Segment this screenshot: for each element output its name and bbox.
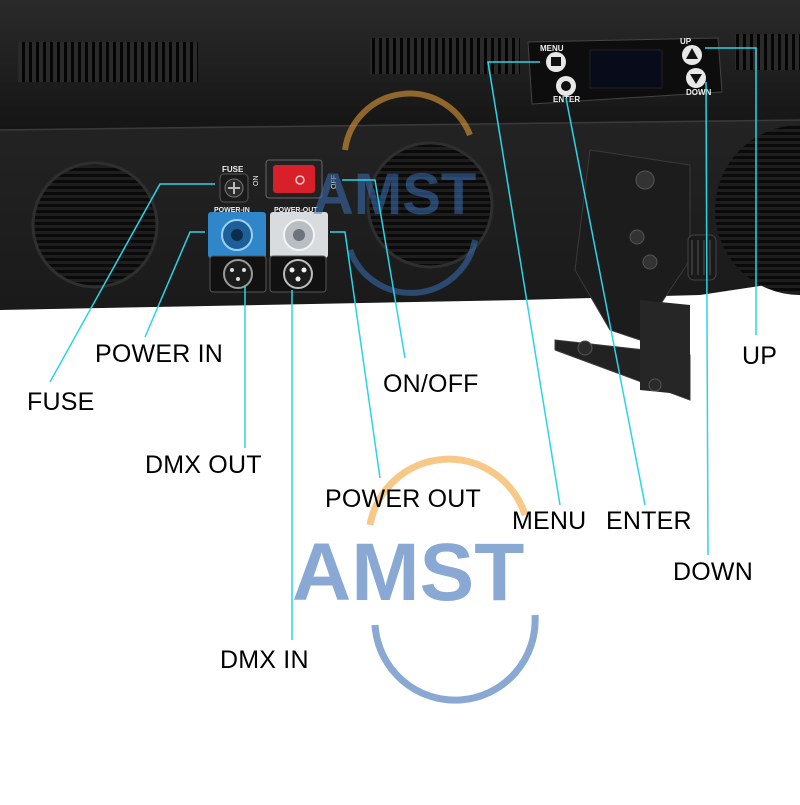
panel-label-off: OFF [331,175,338,189]
callout-label-on-off: ON/OFF [383,370,479,398]
down-button[interactable] [686,68,706,88]
panel-label-power-out: POWER-OUT [274,207,318,214]
dmx-out-connector[interactable] [209,255,267,293]
callout-label-menu: MENU [512,507,587,535]
menu-button[interactable] [546,52,566,72]
callout-label-power-in: POWER IN [95,340,223,368]
callout-line-down [705,81,709,556]
callout-line-enter [565,97,646,506]
watermark-logo-upper: AMST [312,90,478,296]
callout-label-fuse: FUSE [27,388,95,416]
control-display-panel [527,37,723,105]
callout-line-menu [487,61,561,506]
up-button[interactable] [682,45,702,65]
panel-label-power-in: POWER-IN [214,207,250,214]
fuse-holder[interactable] [219,173,249,203]
callout-line-fuse [49,183,215,383]
watermark-text-upper: AMST [312,162,476,227]
callout-label-dmx-out: DMX OUT [145,451,262,479]
callout-label-dmx-in: DMX IN [220,646,309,674]
panel-label-fuse: FUSE [222,165,244,174]
watermark-logo-lower: AMST [292,455,539,704]
dmx-in-connector[interactable] [269,255,327,293]
power-in-connector[interactable] [208,212,266,258]
panel-label-on: ON [253,176,260,187]
top-vent-left [18,42,198,82]
callout-label-down: DOWN [673,558,753,586]
power-switch[interactable] [265,159,323,199]
fan-grille-right [715,125,800,295]
callout-label-power-out: POWER OUT [325,485,481,513]
callout-line-on-off [342,179,406,359]
panel-label-down: DOWN [686,88,712,97]
power-out-connector[interactable] [270,212,328,258]
callout-line-up [705,47,757,335]
callout-line-power-out [330,231,381,479]
callout-label-up: UP [742,342,778,370]
top-vent-right [735,34,800,70]
top-vent-mid [370,38,520,74]
panel-label-menu: MENU [540,44,564,53]
bracket-knob[interactable] [687,234,717,281]
callout-line-power-in [144,231,205,338]
fan-grille-middle [368,143,492,267]
enter-button[interactable] [556,76,576,96]
callout-label-enter: ENTER [606,507,692,535]
panel-label-up: UP [680,37,692,46]
fan-grille-left [33,163,157,287]
watermark-text-lower: AMST [292,527,524,618]
callout-lines [49,47,757,640]
